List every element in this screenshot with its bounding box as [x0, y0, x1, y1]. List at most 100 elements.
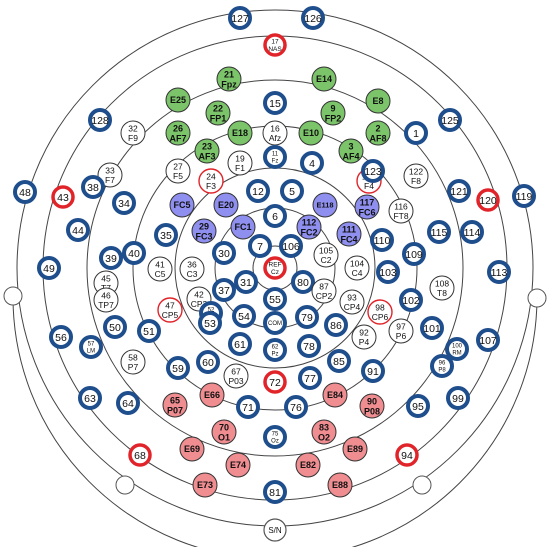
electrode-number: 3: [348, 142, 353, 152]
electrode-circle: [198, 311, 222, 335]
electrode-circle: [79, 335, 103, 359]
electrode-number: 47: [165, 301, 175, 311]
electrode-circle: [93, 287, 119, 313]
electrode-site-label: T8: [437, 288, 447, 298]
electrode-circle: [476, 328, 500, 352]
electrode-circle: [291, 270, 315, 294]
electrode-fc5: FC5: [169, 192, 195, 218]
electrode-number: 126: [304, 13, 322, 25]
electrode-circle: [312, 192, 338, 218]
electrode-number: 106: [282, 241, 300, 253]
electrode-circle: [120, 120, 146, 146]
electrode-number: 37: [218, 285, 230, 297]
electrode-number: 117: [360, 198, 375, 208]
electrode-number: 76: [290, 402, 302, 414]
electrode-circle: [166, 356, 190, 380]
electrode-circle: [263, 425, 287, 449]
electrode-circle: [395, 443, 419, 467]
electrode-number: 42: [194, 290, 204, 300]
electrode-number: 68: [134, 450, 146, 462]
electrode-81: 81: [263, 480, 287, 504]
electrode-circle: [169, 192, 195, 218]
electrode-number: 21: [224, 70, 234, 80]
electrode-circle: [367, 299, 393, 325]
electrode-number: 83: [319, 423, 329, 433]
electrode-number: 104: [350, 259, 364, 269]
electrode-number: 51: [143, 326, 155, 338]
electrode-number: 55: [269, 294, 281, 306]
electrode-number: 58: [128, 353, 138, 363]
electrode-site-label: AF4: [342, 152, 359, 162]
electrode-number: 87: [319, 282, 329, 292]
electrode-e25: E25: [165, 87, 191, 113]
electrode-circle: [338, 138, 364, 164]
electrode-circle: [211, 419, 237, 445]
electrode-number: 114: [464, 227, 481, 239]
electrode-circle: [420, 316, 444, 340]
electrode-63: 63: [78, 386, 102, 410]
electrode-number: 64: [122, 398, 134, 410]
electrode-number: E88: [332, 480, 348, 490]
electrode-circle: [212, 278, 236, 302]
electrode-circle: [399, 288, 423, 312]
electrode-site-label: Cz: [271, 269, 279, 276]
electrode-circle: [232, 304, 256, 328]
electrode-number: E84: [327, 390, 343, 400]
electrode-circle: [445, 337, 469, 361]
electrode-number: 127: [231, 13, 249, 25]
electrode-site-label: Oz: [271, 439, 279, 445]
electrode-site-label: FP1: [210, 114, 227, 124]
electrode-4: 4: [300, 151, 324, 175]
electrode-site-label: CP6: [372, 312, 389, 322]
electrode-number: 71: [242, 402, 254, 414]
electrode-site-label: CP4: [344, 302, 361, 312]
electrode-circle: [311, 66, 337, 92]
electrode-site-label: AF7: [169, 134, 186, 144]
electrode-circle: [313, 242, 339, 268]
electrode-fc1: FC1: [230, 214, 256, 240]
electrode-site-label: FP2: [325, 114, 342, 124]
electrode-circle: [279, 234, 303, 258]
electrode-number: E25: [170, 95, 186, 105]
electrode-circle: [311, 278, 337, 304]
junction-marker-2: [527, 288, 547, 308]
electrode-6: 6: [263, 204, 287, 228]
electrode-106: 106: [279, 234, 303, 258]
electrode-101: 101: [420, 316, 444, 340]
electrode-number: 111: [342, 225, 356, 235]
electrode-number: 103: [379, 267, 397, 279]
electrode-12: 12: [246, 179, 270, 203]
electrode-80: 80: [291, 270, 315, 294]
electrode-number: 81: [269, 487, 281, 499]
electrode-circle: [88, 108, 112, 132]
electrode-circle: [376, 260, 400, 284]
electrode-site-label: AF8: [369, 134, 386, 144]
electrode-circle: [157, 297, 183, 323]
bottom-label-group: S/N: [263, 518, 287, 542]
electrode-site-label: RM: [452, 351, 461, 357]
electrode-circle: [165, 120, 191, 146]
electrode-circle: [216, 66, 242, 92]
electrode-127: 127: [228, 6, 252, 30]
electrode-circle: [199, 382, 225, 408]
electrode-128: 128: [88, 108, 112, 132]
electrode-number: 102: [402, 295, 420, 307]
